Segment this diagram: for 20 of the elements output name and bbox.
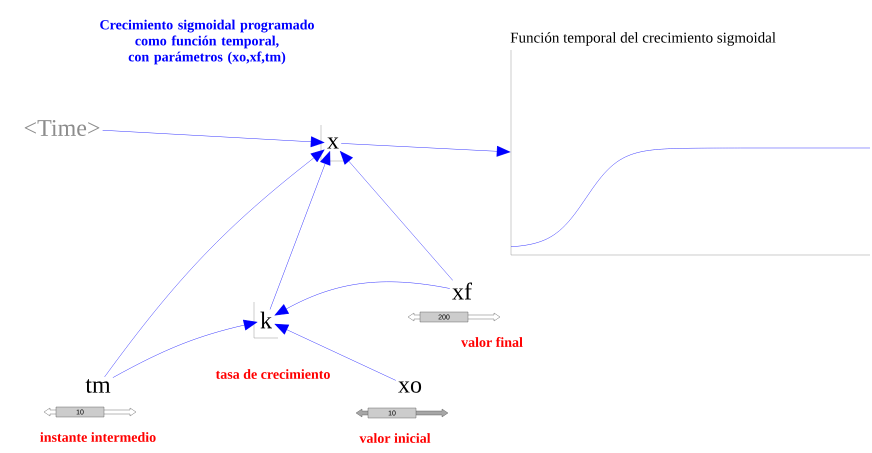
diagram-title: Crecimiento sigmoidal programado como función temporal, con parámetros (xo,xf,tm) bbox=[100, 20, 314, 64]
variable-caption: valor final bbox=[461, 337, 523, 347]
arrow bbox=[341, 143, 510, 157]
variable-caption: instante intermedio bbox=[40, 432, 156, 442]
arrow bbox=[274, 282, 450, 316]
variable-name: xf bbox=[452, 282, 472, 300]
variable-name: <Time> bbox=[24, 120, 100, 136]
variable-name: xo bbox=[398, 381, 422, 393]
arrow bbox=[112, 320, 258, 378]
graph-title: Función temporal del crecimiento sigmoidal bbox=[510, 32, 776, 46]
arrow bbox=[102, 130, 324, 148]
arrow bbox=[274, 324, 396, 381]
variable-caption: valor inicial bbox=[359, 433, 430, 443]
variable-name: tm bbox=[86, 379, 110, 393]
variable-name: k bbox=[254, 302, 278, 338]
arrow bbox=[340, 150, 453, 281]
arrow bbox=[104, 150, 325, 378]
variable-caption: tasa de crecimiento bbox=[216, 369, 330, 379]
arrow bbox=[270, 151, 330, 310]
variable-name: x bbox=[320, 124, 346, 162]
